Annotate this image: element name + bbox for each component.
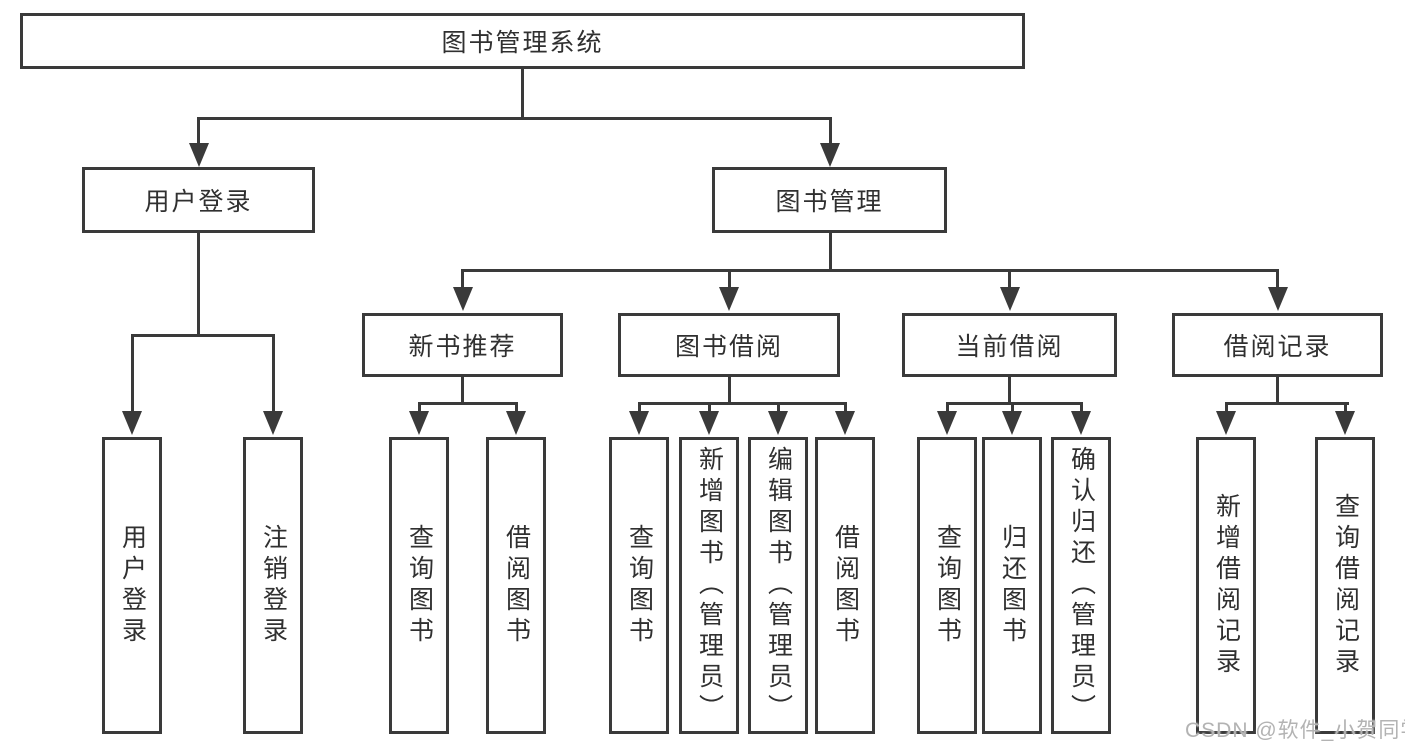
- arrowhead-icon: [719, 287, 739, 311]
- connector-current-branch: [945, 401, 1083, 405]
- connector-login-branch: [130, 333, 275, 337]
- leaf-borrow-books-1: 借阅图书: [486, 437, 546, 734]
- arrowhead-icon: [1216, 411, 1236, 435]
- arrowhead-icon: [629, 411, 649, 435]
- connector-stem: [130, 335, 134, 415]
- arrowhead-icon: [699, 411, 719, 435]
- node-label: 用户登录: [144, 188, 253, 216]
- arrowhead-icon: [768, 411, 788, 435]
- node-label: 查询图书: [625, 523, 654, 648]
- connector-records-branch: [1224, 401, 1349, 405]
- arrowhead-icon: [188, 143, 209, 167]
- node-label: 查询借阅记录: [1331, 492, 1360, 679]
- connector-bookmgmt-branch: [461, 268, 1279, 272]
- node-user-login-branch: 用户登录: [82, 167, 315, 233]
- connector-root-trunk: [521, 69, 524, 118]
- connector-stem: [417, 403, 421, 415]
- leaf-user-login: 用户登录: [102, 437, 162, 734]
- node-label: 用户登录: [118, 523, 147, 648]
- arrowhead-icon: [122, 411, 142, 435]
- leaf-confirm-return-admin: 确认归还（管理员）: [1051, 437, 1111, 734]
- leaf-logout: 注销登录: [243, 437, 303, 734]
- arrowhead-icon: [506, 411, 526, 435]
- arrowhead-icon: [263, 411, 283, 435]
- node-book-management-branch: 图书管理: [712, 167, 947, 233]
- arrowhead-icon: [1002, 411, 1022, 435]
- node-current-borrow: 当前借阅: [902, 313, 1117, 377]
- connector-stem: [1343, 403, 1347, 415]
- connector-stem: [461, 270, 464, 291]
- node-label: 当前借阅: [955, 333, 1064, 361]
- leaf-query-books-2: 查询图书: [609, 437, 669, 734]
- node-label: 查询图书: [405, 523, 434, 648]
- connector-borrow-trunk: [727, 377, 731, 403]
- node-book-borrow: 图书借阅: [618, 313, 840, 377]
- connector-borrow-branch: [637, 401, 847, 405]
- node-label: 借阅图书: [502, 523, 531, 648]
- node-label: 图书借阅: [674, 333, 783, 361]
- connector-stem: [637, 403, 641, 415]
- node-new-book-recommend: 新书推荐: [362, 313, 563, 377]
- arrowhead-icon: [452, 287, 473, 311]
- leaf-add-borrow-record: 新增借阅记录: [1196, 437, 1256, 734]
- connector-stem: [843, 403, 847, 415]
- connector-stem: [945, 403, 949, 415]
- leaf-add-books-admin: 新增图书（管理员）: [679, 437, 739, 734]
- node-label: 查询图书: [933, 523, 962, 648]
- connector-stem: [776, 403, 780, 415]
- leaf-query-books-1: 查询图书: [389, 437, 449, 734]
- connector-stem: [828, 118, 832, 148]
- connector-stem: [514, 403, 518, 415]
- connector-recommend-trunk: [461, 377, 464, 403]
- leaf-edit-books-admin: 编辑图书（管理员）: [748, 437, 808, 734]
- node-label: 新书推荐: [408, 333, 517, 361]
- connector-stem: [727, 270, 731, 291]
- node-label: 借阅记录: [1223, 333, 1332, 361]
- connector-login-trunk: [197, 233, 200, 335]
- connector-recommend-branch: [417, 401, 518, 405]
- node-label: 图书管理系统: [441, 29, 604, 57]
- connector-stem: [1079, 403, 1083, 415]
- node-label: 归还图书: [998, 523, 1027, 648]
- connector-stem: [1010, 403, 1014, 415]
- connector-root-branch: [197, 116, 832, 120]
- connector-stem: [197, 118, 200, 148]
- arrowhead-icon: [999, 287, 1020, 311]
- node-label: 图书管理: [775, 188, 884, 216]
- node-book-management-system: 图书管理系统: [20, 13, 1025, 69]
- connector-stem: [271, 335, 275, 415]
- leaf-borrow-books-2: 借阅图书: [815, 437, 875, 734]
- leaf-return-books: 归还图书: [982, 437, 1042, 734]
- node-label: 确认归还（管理员）: [1067, 446, 1096, 725]
- arrowhead-icon: [409, 411, 429, 435]
- connector-bookmgmt-trunk: [828, 233, 832, 270]
- leaf-query-borrow-record: 查询借阅记录: [1315, 437, 1375, 734]
- watermark: CSDN @软件_小贺同学: [1185, 719, 1405, 742]
- node-label: 新增图书（管理员）: [695, 446, 724, 725]
- arrowhead-icon: [820, 143, 840, 167]
- node-label: 新增借阅记录: [1212, 492, 1241, 679]
- leaf-query-books-3: 查询图书: [917, 437, 977, 734]
- connector-stem: [1224, 403, 1228, 415]
- connector-records-trunk: [1276, 377, 1279, 403]
- arrowhead-icon: [835, 411, 855, 435]
- connector-stem: [707, 403, 711, 415]
- connector-stem: [1276, 270, 1279, 291]
- node-label: 借阅图书: [831, 523, 860, 648]
- arrowhead-icon: [1071, 411, 1091, 435]
- arrowhead-icon: [1267, 287, 1288, 311]
- arrowhead-icon: [937, 411, 957, 435]
- node-label: 编辑图书（管理员）: [764, 446, 793, 725]
- connector-current-trunk: [1008, 377, 1011, 403]
- arrowhead-icon: [1335, 411, 1355, 435]
- node-borrow-records: 借阅记录: [1172, 313, 1383, 377]
- connector-stem: [1008, 270, 1011, 291]
- node-label: 注销登录: [259, 523, 288, 648]
